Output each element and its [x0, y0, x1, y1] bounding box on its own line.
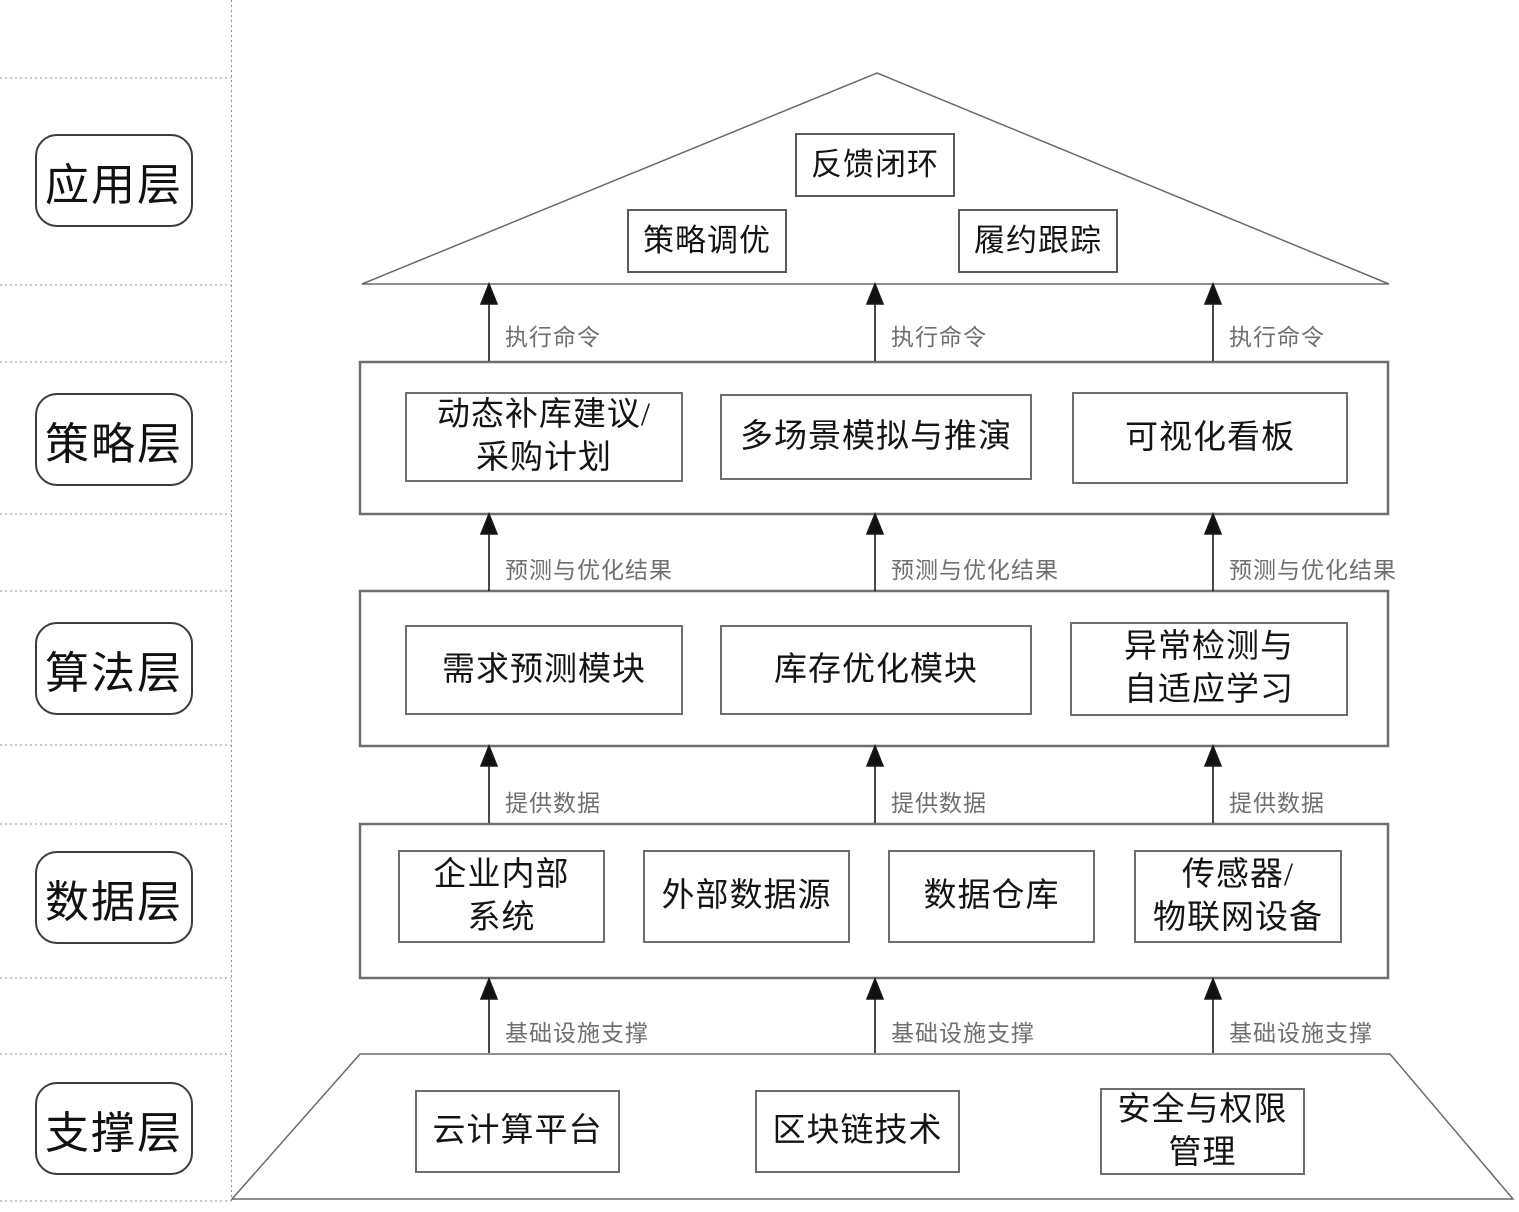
up-arrow-data-1 [479, 743, 499, 823]
flow-label-infra-1: 基础设施支撑 [505, 1021, 649, 1046]
data-box-sensors-iot: 传感器/ 物联网设备 [1134, 850, 1342, 943]
layer-label-application: 应用层 [35, 134, 193, 227]
support-box-security-permissions: 安全与权限 管理 [1100, 1088, 1305, 1175]
up-arrow-exec-1 [479, 281, 499, 361]
flow-label-predict-1: 预测与优化结果 [505, 558, 673, 583]
data-box-data-warehouse: 数据仓库 [888, 850, 1095, 943]
up-arrow-exec-2 [865, 281, 885, 361]
strategy-box-replenishment-purchase-plan: 动态补库建议/ 采购计划 [405, 392, 683, 482]
layer-label-support: 支撑层 [35, 1082, 193, 1175]
up-arrow-infra-1 [479, 976, 499, 1053]
up-arrow-infra-2 [865, 976, 885, 1053]
flow-label-predict-2: 预测与优化结果 [891, 558, 1059, 583]
algorithm-box-inventory-optimization: 库存优化模块 [720, 625, 1032, 715]
flow-label-infra-2: 基础设施支撑 [891, 1021, 1035, 1046]
algorithm-box-anomaly-detection: 异常检测与 自适应学习 [1070, 622, 1348, 716]
up-arrow-predict-1 [479, 511, 499, 591]
layer-label-algorithm: 算法层 [35, 622, 193, 715]
up-arrow-predict-2 [865, 511, 885, 591]
up-arrow-infra-3 [1203, 976, 1223, 1053]
flow-label-exec-1: 执行命令 [505, 325, 601, 350]
flow-label-predict-3: 预测与优化结果 [1229, 558, 1397, 583]
layer-label-data: 数据层 [35, 851, 193, 944]
strategy-box-scenario-simulation: 多场景模拟与推演 [720, 394, 1032, 480]
algorithm-box-demand-forecast: 需求预测模块 [405, 625, 683, 715]
up-arrow-exec-3 [1203, 281, 1223, 361]
application-box-feedback-loop: 反馈闭环 [795, 133, 955, 197]
up-arrow-data-2 [865, 743, 885, 823]
flow-label-exec-2: 执行命令 [891, 325, 987, 350]
up-arrow-predict-3 [1203, 511, 1223, 591]
flow-label-data-2: 提供数据 [891, 791, 987, 816]
support-box-blockchain: 区块链技术 [755, 1090, 960, 1173]
up-arrow-data-3 [1203, 743, 1223, 823]
flow-label-data-1: 提供数据 [505, 791, 601, 816]
data-box-external-sources: 外部数据源 [643, 850, 850, 943]
support-box-cloud-computing: 云计算平台 [415, 1090, 620, 1173]
layer-label-strategy: 策略层 [35, 393, 193, 486]
flow-label-exec-3: 执行命令 [1229, 325, 1325, 350]
flow-label-infra-3: 基础设施支撑 [1229, 1021, 1373, 1046]
application-box-fulfillment-tracking: 履约跟踪 [958, 209, 1118, 273]
flow-label-data-3: 提供数据 [1229, 791, 1325, 816]
application-box-strategy-tuning: 策略调优 [627, 209, 787, 273]
strategy-box-visual-dashboard: 可视化看板 [1072, 392, 1348, 484]
data-box-internal-systems: 企业内部 系统 [398, 850, 605, 943]
